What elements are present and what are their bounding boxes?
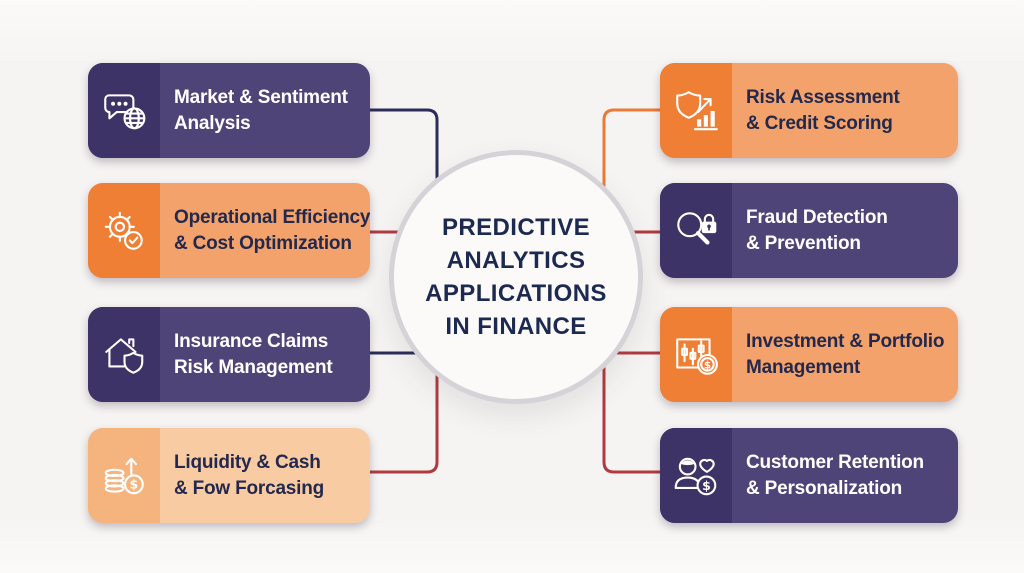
card-fraud-detection: Fraud Detection & Prevention [660, 183, 958, 278]
card-label-line1: Investment & Portfolio [746, 330, 945, 352]
card-label-line1: Customer Retention [746, 451, 924, 473]
center-title-line: IN FINANCE [445, 313, 587, 340]
card-label: Investment & Portfolio Management [732, 307, 958, 402]
chat-globe-icon [88, 63, 160, 158]
house-shield-icon [88, 307, 160, 402]
card-label-line2: Analysis [174, 112, 251, 134]
card-label: Risk Assessment & Credit Scoring [732, 63, 958, 158]
card-label: Customer Retention & Personalization [732, 428, 958, 523]
center-title-circle: PREDICTIVE ANALYTICS APPLICATIONS IN FIN… [389, 150, 643, 404]
card-customer-retention: $ Customer Retention & Personalization [660, 428, 958, 523]
card-label-line1: Fraud Detection [746, 206, 888, 228]
card-label-line2: & Personalization [746, 477, 903, 499]
center-title-line: APPLICATIONS [425, 280, 607, 307]
card-label: Insurance Claims Risk Management [160, 307, 370, 402]
card-risk-assessment: Risk Assessment & Credit Scoring [660, 63, 958, 158]
card-operational-efficiency: Operational Efficiency & Cost Optimizati… [88, 183, 370, 278]
shield-chart-icon [660, 63, 732, 158]
card-label-line1: Liquidity & Cash [174, 451, 321, 473]
card-investment-portfolio: $ Investment & Portfolio Management [660, 307, 958, 402]
card-label: Liquidity & Cash & Fow Forcasing [160, 428, 370, 523]
card-market-sentiment-analysis: Market & Sentiment Analysis [88, 63, 370, 158]
svg-text:$: $ [130, 476, 139, 491]
card-label-line2: & Fow Forcasing [174, 477, 325, 499]
card-label-line1: Market & Sentiment [174, 86, 348, 108]
svg-text:$: $ [702, 477, 711, 492]
card-label: Operational Efficiency & Cost Optimizati… [160, 183, 370, 278]
card-label-line1: Operational Efficiency [174, 206, 370, 228]
coins-arrow-icon: $ [88, 428, 160, 523]
connector-liquidity [368, 348, 439, 474]
card-label-line2: Management [746, 356, 861, 378]
card-label: Fraud Detection & Prevention [732, 183, 958, 278]
card-label-line2: & Credit Scoring [746, 112, 893, 134]
connector-customer [602, 348, 662, 474]
connector-market-sentiment [368, 108, 439, 212]
gear-check-icon [88, 183, 160, 278]
connector-risk-assessment [602, 108, 662, 212]
card-liquidity-cash: $ Liquidity & Cash & Fow Forcasing [88, 428, 370, 523]
center-title-line: PREDICTIVE [441, 214, 591, 241]
card-label: Market & Sentiment Analysis [160, 63, 370, 158]
card-label-line2: & Prevention [746, 232, 861, 254]
card-label-line1: Insurance Claims [174, 330, 329, 352]
center-title-line: ANALYTICS [446, 247, 586, 274]
candlestick-dollar-icon: $ [660, 307, 732, 402]
card-label-line1: Risk Assessment [746, 86, 900, 108]
search-lock-icon [660, 183, 732, 278]
svg-text:$: $ [704, 359, 711, 371]
user-heart-dollar-icon: $ [660, 428, 732, 523]
card-insurance-claims: Insurance Claims Risk Management [88, 307, 370, 402]
card-label-line2: Risk Management [174, 356, 333, 378]
card-label-line2: & Cost Optimization [174, 232, 352, 254]
